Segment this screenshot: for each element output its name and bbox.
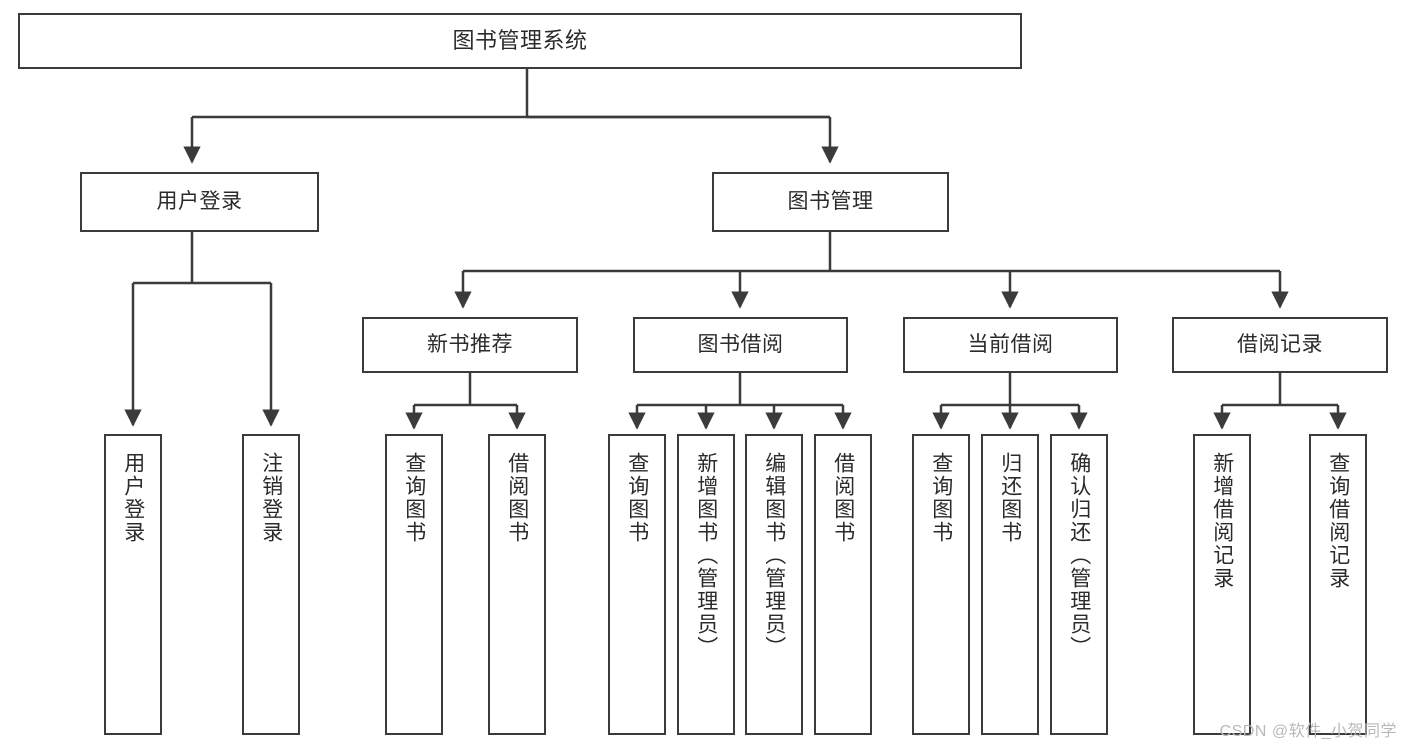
node-label: 归还图书 bbox=[998, 452, 1022, 544]
node-user-login[interactable]: 用户登录 bbox=[80, 172, 319, 232]
node-current-borrow[interactable]: 当前借阅 bbox=[903, 317, 1118, 373]
node-label: 查询借阅记录 bbox=[1326, 452, 1350, 590]
node-label: 当前借阅 bbox=[967, 332, 1054, 356]
node-label: 借阅图书 bbox=[831, 452, 855, 544]
node-book-borrow[interactable]: 图书借阅 bbox=[633, 317, 848, 373]
node-label: 新书推荐 bbox=[427, 332, 513, 356]
node-root-system[interactable]: 图书管理系统 bbox=[18, 13, 1022, 69]
node-label: 查询图书 bbox=[402, 452, 426, 544]
node-label: 图书管理系统 bbox=[452, 28, 588, 54]
leaf-current-borrow-confirm[interactable]: 确认归还（管理员） bbox=[1050, 434, 1108, 735]
node-book-management[interactable]: 图书管理 bbox=[712, 172, 949, 232]
node-label: 图书管理 bbox=[787, 189, 874, 213]
leaf-book-borrow-query[interactable]: 查询图书 bbox=[608, 434, 666, 735]
node-label: 新增图书（管理员） bbox=[694, 452, 718, 659]
leaf-current-borrow-return[interactable]: 归还图书 bbox=[981, 434, 1039, 735]
leaf-new-book-query[interactable]: 查询图书 bbox=[385, 434, 443, 735]
leaf-borrow-record-query[interactable]: 查询借阅记录 bbox=[1309, 434, 1367, 735]
node-label: 编辑图书（管理员） bbox=[762, 452, 786, 659]
node-label: 用户登录 bbox=[156, 189, 243, 213]
leaf-user-login-logout[interactable]: 注销登录 bbox=[242, 434, 300, 735]
leaf-new-book-borrow[interactable]: 借阅图书 bbox=[488, 434, 546, 735]
leaf-current-borrow-query[interactable]: 查询图书 bbox=[912, 434, 970, 735]
node-label: 确认归还（管理员） bbox=[1067, 452, 1091, 659]
leaf-book-borrow-edit[interactable]: 编辑图书（管理员） bbox=[745, 434, 803, 735]
node-label: 借阅记录 bbox=[1237, 332, 1323, 356]
node-borrow-record[interactable]: 借阅记录 bbox=[1172, 317, 1388, 373]
node-label: 图书借阅 bbox=[697, 332, 784, 356]
node-label: 借阅图书 bbox=[505, 452, 529, 544]
leaf-book-borrow-borrow[interactable]: 借阅图书 bbox=[814, 434, 872, 735]
watermark: CSDN @软件_小贺同学 bbox=[1219, 723, 1397, 740]
leaf-book-borrow-add[interactable]: 新增图书（管理员） bbox=[677, 434, 735, 735]
node-label: 新增借阅记录 bbox=[1210, 452, 1234, 590]
node-label: 注销登录 bbox=[259, 452, 283, 544]
node-label: 查询图书 bbox=[625, 452, 649, 544]
node-new-book-recommend[interactable]: 新书推荐 bbox=[362, 317, 578, 373]
node-label: 用户登录 bbox=[121, 452, 145, 544]
leaf-user-login-login[interactable]: 用户登录 bbox=[104, 434, 162, 735]
leaf-borrow-record-add[interactable]: 新增借阅记录 bbox=[1193, 434, 1251, 735]
node-label: 查询图书 bbox=[929, 452, 953, 544]
